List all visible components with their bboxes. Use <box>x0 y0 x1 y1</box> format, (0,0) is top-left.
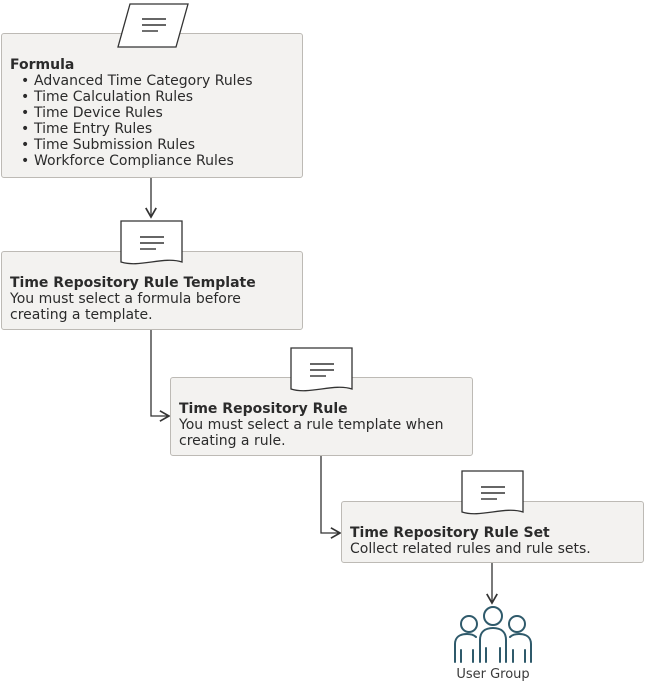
rule-set-title: Time Repository Rule Set <box>350 525 550 541</box>
document-icon <box>290 347 353 392</box>
list-item: Time Submission Rules <box>21 137 294 153</box>
list-item: Time Calculation Rules <box>21 89 294 105</box>
template-title: Time Repository Rule Template <box>10 275 256 291</box>
formula-title: Formula <box>10 57 75 73</box>
rule-title: Time Repository Rule <box>179 401 348 417</box>
list-item: Advanced Time Category Rules <box>21 73 294 89</box>
document-icon <box>461 470 524 515</box>
template-box: Time Repository Rule Template You must s… <box>1 251 303 330</box>
rule-desc-line2: creating a rule. <box>179 433 286 449</box>
rule-set-desc: Collect related rules and rule sets. <box>350 541 591 557</box>
formula-box: Formula Advanced Time Category Rules Tim… <box>1 33 303 178</box>
template-desc-line2: creating a template. <box>10 307 153 323</box>
formula-list: Advanced Time Category Rules Time Calcul… <box>10 73 294 169</box>
rule-set-box: Time Repository Rule Set Collect related… <box>341 501 644 563</box>
arrow-rule-to-ruleset <box>320 456 342 539</box>
user-group-label: User Group <box>456 667 530 682</box>
rule-box: Time Repository Rule You must select a r… <box>170 377 473 456</box>
user-group-icon <box>454 606 532 663</box>
document-icon <box>120 220 183 265</box>
list-item: Time Device Rules <box>21 105 294 121</box>
list-item: Workforce Compliance Rules <box>21 153 294 169</box>
parallelogram-document-icon <box>117 3 189 48</box>
arrow-template-to-rule <box>150 330 171 422</box>
template-desc-line1: You must select a formula before <box>10 291 241 307</box>
rule-desc-line1: You must select a rule template when <box>179 417 444 433</box>
list-item: Time Entry Rules <box>21 121 294 137</box>
